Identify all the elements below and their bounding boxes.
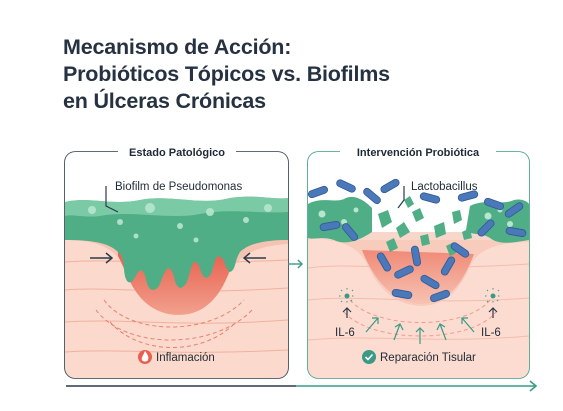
inflammation-label: Inflamación [156, 352, 215, 364]
cytokine-right-label: IL-6 [481, 327, 501, 339]
title-line-3: en Úlceras Crónicas [63, 89, 266, 113]
biofilm-label: Biofilm de Pseudomonas [115, 181, 242, 193]
left-panel: Estado Patológico Biofilm de Pseudomonas… [64, 145, 289, 379]
inflammation-waves [95, 299, 253, 348]
left-panel-heading: Estado Patológico [129, 147, 225, 159]
cytokine-right [485, 288, 501, 304]
check-circle-icon [362, 350, 376, 364]
right-panel-illustration [308, 152, 529, 378]
lactobacillus-callout-line [397, 186, 405, 209]
cytokine-left [339, 288, 355, 304]
lactobacillus-rods [308, 178, 527, 303]
lactobacillus-label: Lactobacillus [411, 181, 478, 193]
title-line-2: Probióticos Tópicos vs. Biofilms [63, 62, 390, 86]
cytokine-arrows [342, 307, 498, 318]
title-line-1: Mecanismo de Acción: [63, 35, 292, 59]
right-panel-heading: Intervención Probiótica [357, 147, 480, 159]
repair-arrows [365, 317, 475, 344]
cytokine-left-label: IL-6 [335, 327, 355, 339]
biofilm-callout-line [105, 186, 119, 213]
page-title: Mecanismo de Acción: Probióticos Tópicos… [63, 34, 390, 115]
timeline-arrowhead [529, 380, 538, 392]
right-tissue [308, 240, 529, 378]
repair-label: Reparación Tisular [380, 352, 476, 364]
left-panel-illustration [65, 152, 288, 378]
compression-arrows [90, 252, 266, 264]
flame-icon [138, 350, 152, 364]
right-panel: Intervención Probiótica Lactobacillus IL… [307, 145, 530, 379]
